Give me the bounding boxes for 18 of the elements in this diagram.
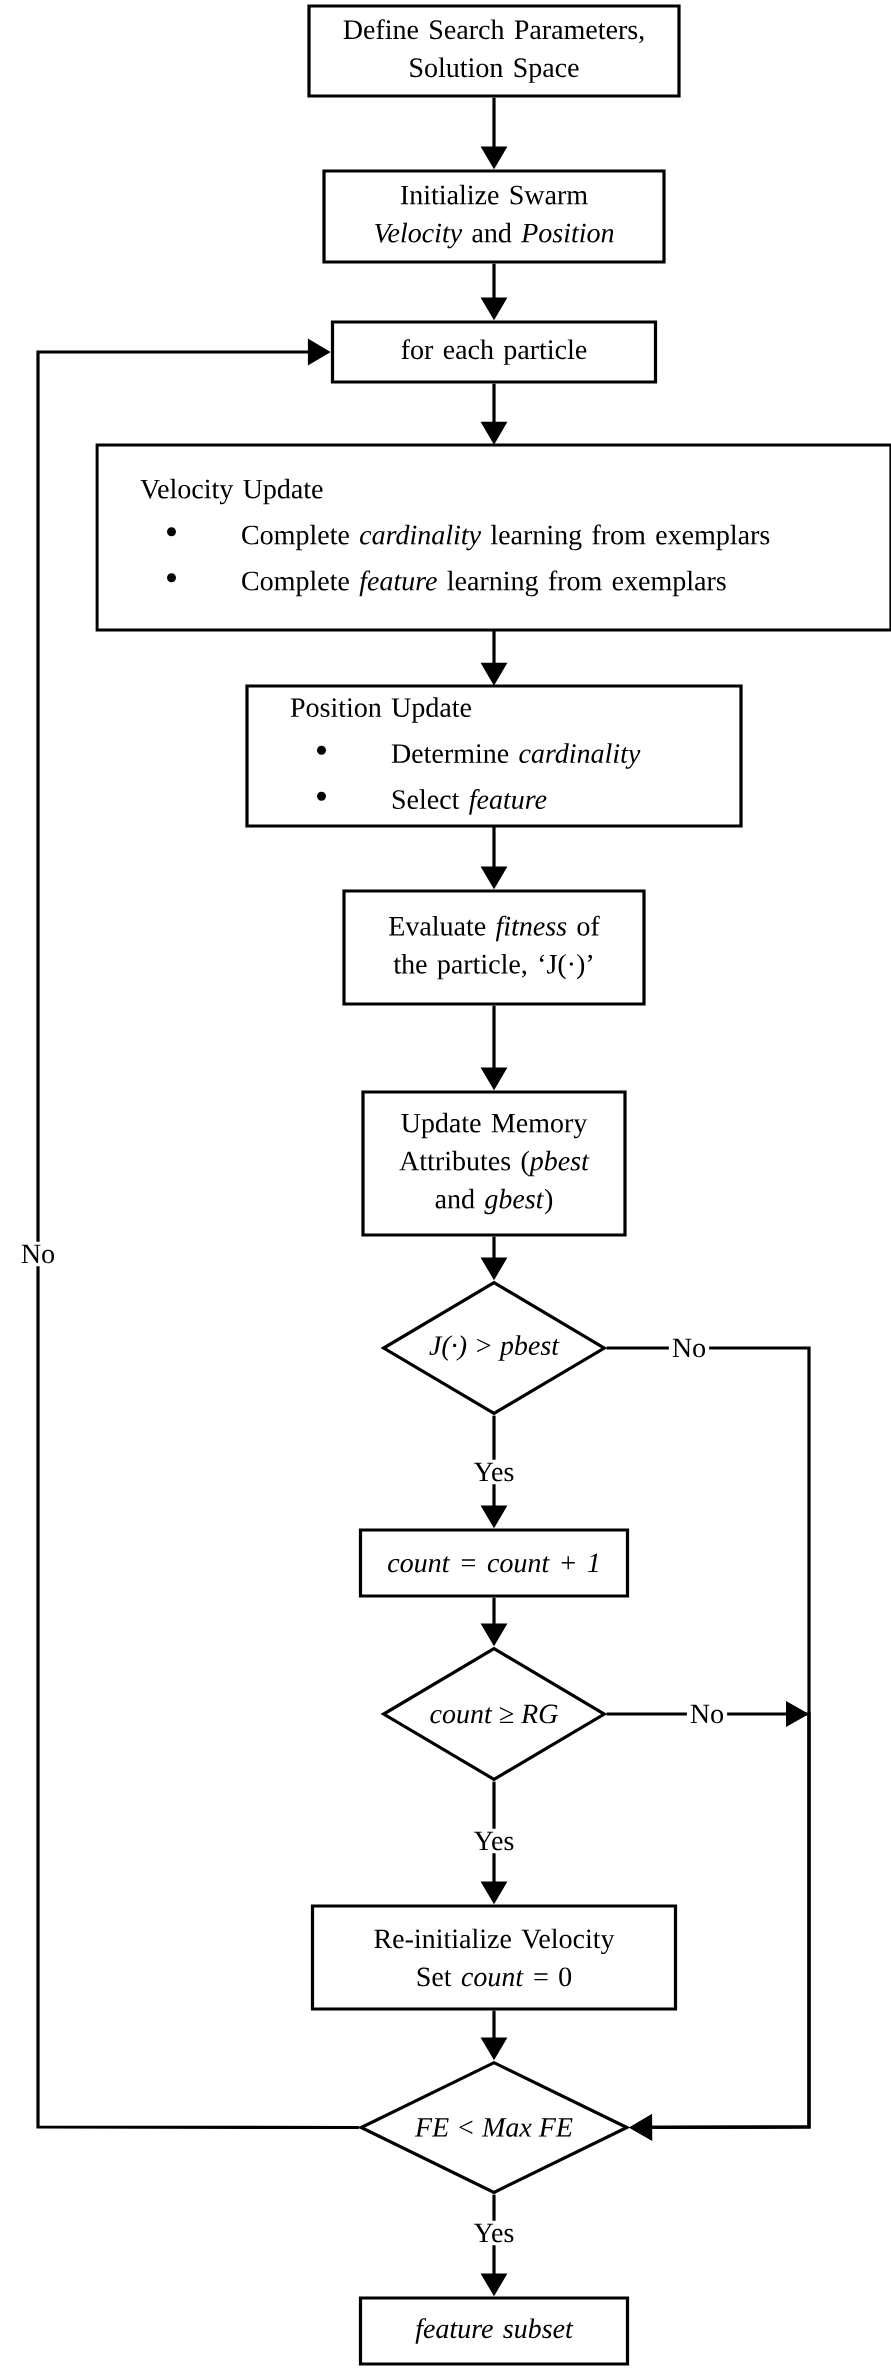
arrow	[36, 338, 359, 2130]
process-box: Position Update Determine cardinality Select feature	[245, 684, 743, 828]
arrow	[606, 1701, 811, 2141]
process-box: Initialize Swarm Velocity and Position	[322, 169, 666, 264]
edge-label: No	[17, 1241, 59, 1267]
edge-label: Yes	[470, 1828, 518, 1854]
process-box: Evaluate fitness of the particle, ‘J(·)’	[342, 889, 646, 1006]
process-box: for each particle	[330, 320, 658, 384]
process-box: count = count + 1	[358, 1528, 630, 1598]
edge-label: No	[668, 1335, 710, 1361]
edge-label: Yes	[470, 1459, 518, 1485]
process-box: Velocity Update Complete cardinality learning from exemplars Complete feature learning from exemplars	[95, 443, 891, 632]
edge-label: Yes	[470, 2220, 518, 2246]
edge-label: No	[686, 1701, 728, 1727]
process-box: Update Memory Attributes (pbest and gbest)	[361, 1090, 627, 1237]
process-box: Define Search Parameters, Solution Space	[307, 4, 681, 98]
process-box: Re-initialize Velocity Set count = 0	[310, 1904, 678, 2011]
process-box: feature subset	[358, 2296, 630, 2366]
